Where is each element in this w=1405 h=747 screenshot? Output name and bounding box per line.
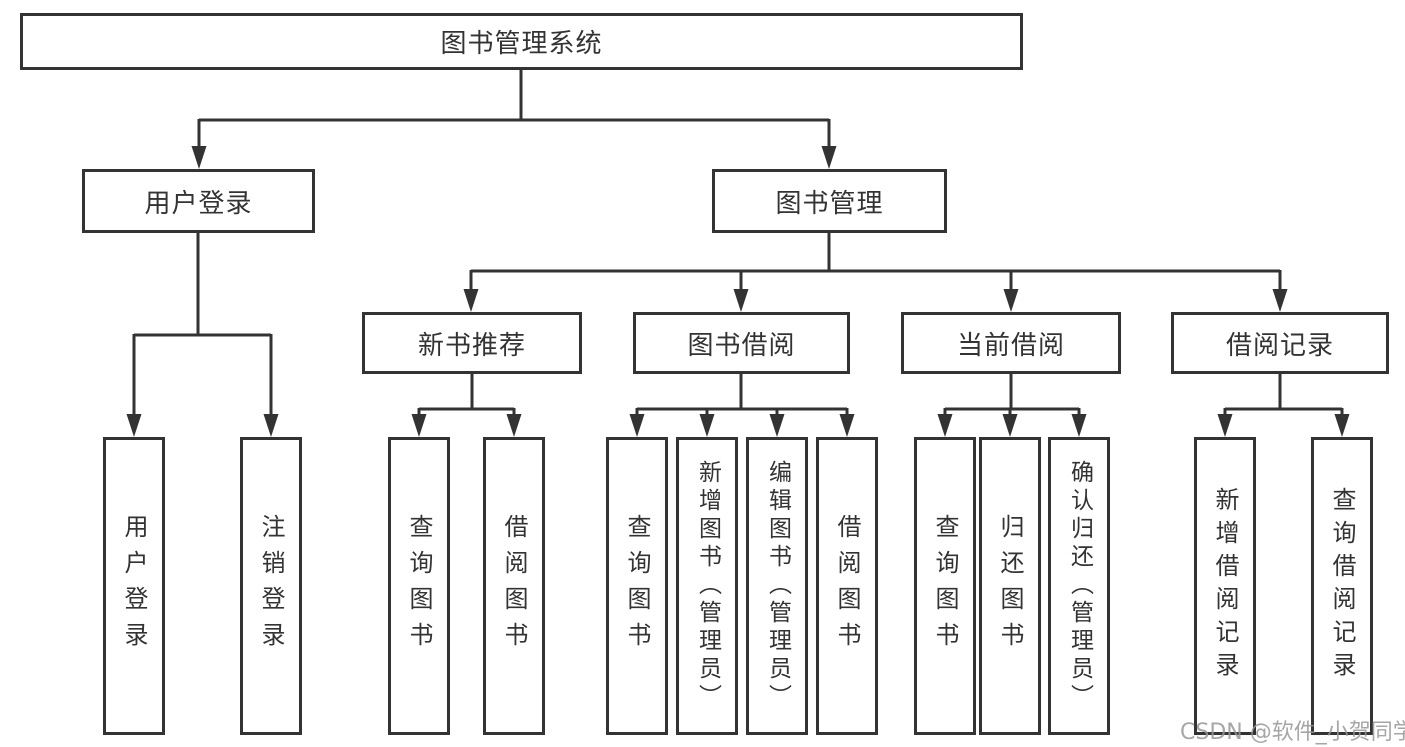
leaf-label: 新增图书（管理员） (694, 460, 721, 712)
leaf-return-book: 归还图书 (979, 437, 1041, 735)
leaf-query-borrow-record: 查询借阅记录 (1311, 437, 1373, 735)
connector-borrow-record (1217, 374, 1350, 437)
leaf-confirm-return-admin: 确认归还（管理员） (1048, 437, 1110, 735)
leaf-label: 查询图书 (405, 514, 433, 658)
node-book-management: 图书管理 (712, 169, 947, 233)
connector-user-login (126, 233, 279, 437)
leaf-borrow-book-1: 借阅图书 (483, 437, 545, 735)
node-user-login-group: 用户登录 (82, 169, 315, 233)
connector-current-borrow (937, 374, 1087, 437)
leaf-query-book-2: 查询图书 (606, 437, 668, 735)
node-label: 借阅记录 (1225, 330, 1334, 361)
node-new-book-recommend: 新书推荐 (362, 312, 582, 374)
leaf-label: 查询图书 (623, 514, 651, 658)
node-label: 新书推荐 (417, 330, 526, 361)
node-label: 图书管理 (775, 188, 884, 219)
leaf-query-book-1: 查询图书 (388, 437, 450, 735)
leaf-logout: 注销登录 (240, 437, 302, 735)
leaf-label: 借阅图书 (833, 514, 861, 658)
node-root: 图书管理系统 (20, 13, 1023, 70)
leaf-label: 查询借阅记录 (1328, 487, 1356, 685)
node-book-borrow: 图书借阅 (633, 312, 850, 374)
connector-book-borrow (629, 374, 855, 437)
node-label: 用户登录 (144, 188, 253, 219)
leaf-label: 查询图书 (931, 514, 959, 658)
leaf-label: 用户登录 (120, 514, 148, 658)
csdn-watermark: CSDN @软件_小贺同学 (1180, 720, 1405, 745)
leaf-edit-book-admin: 编辑图书（管理员） (746, 437, 808, 735)
leaf-label: 新增借阅记录 (1211, 487, 1239, 685)
leaf-label: 确认归还（管理员） (1066, 460, 1093, 712)
connector-book-management (463, 233, 1288, 312)
node-label: 当前借阅 (956, 330, 1065, 361)
leaf-query-book-3: 查询图书 (914, 437, 976, 735)
node-root-label: 图书管理系统 (440, 29, 603, 59)
leaf-user-login: 用户登录 (103, 437, 165, 735)
leaf-add-borrow-record: 新增借阅记录 (1194, 437, 1256, 735)
leaf-add-book-admin: 新增图书（管理员） (676, 437, 738, 735)
leaf-label: 借阅图书 (500, 514, 528, 658)
leaf-label: 编辑图书（管理员） (764, 460, 791, 712)
leaf-borrow-book-2: 借阅图书 (816, 437, 878, 735)
connector-new-book (411, 374, 522, 437)
leaf-label: 注销登录 (257, 514, 285, 658)
node-borrow-record: 借阅记录 (1171, 312, 1389, 374)
node-current-borrow: 当前借阅 (901, 312, 1121, 374)
node-label: 图书借阅 (687, 330, 796, 361)
leaf-label: 归还图书 (996, 514, 1024, 658)
connector-root (191, 69, 837, 169)
